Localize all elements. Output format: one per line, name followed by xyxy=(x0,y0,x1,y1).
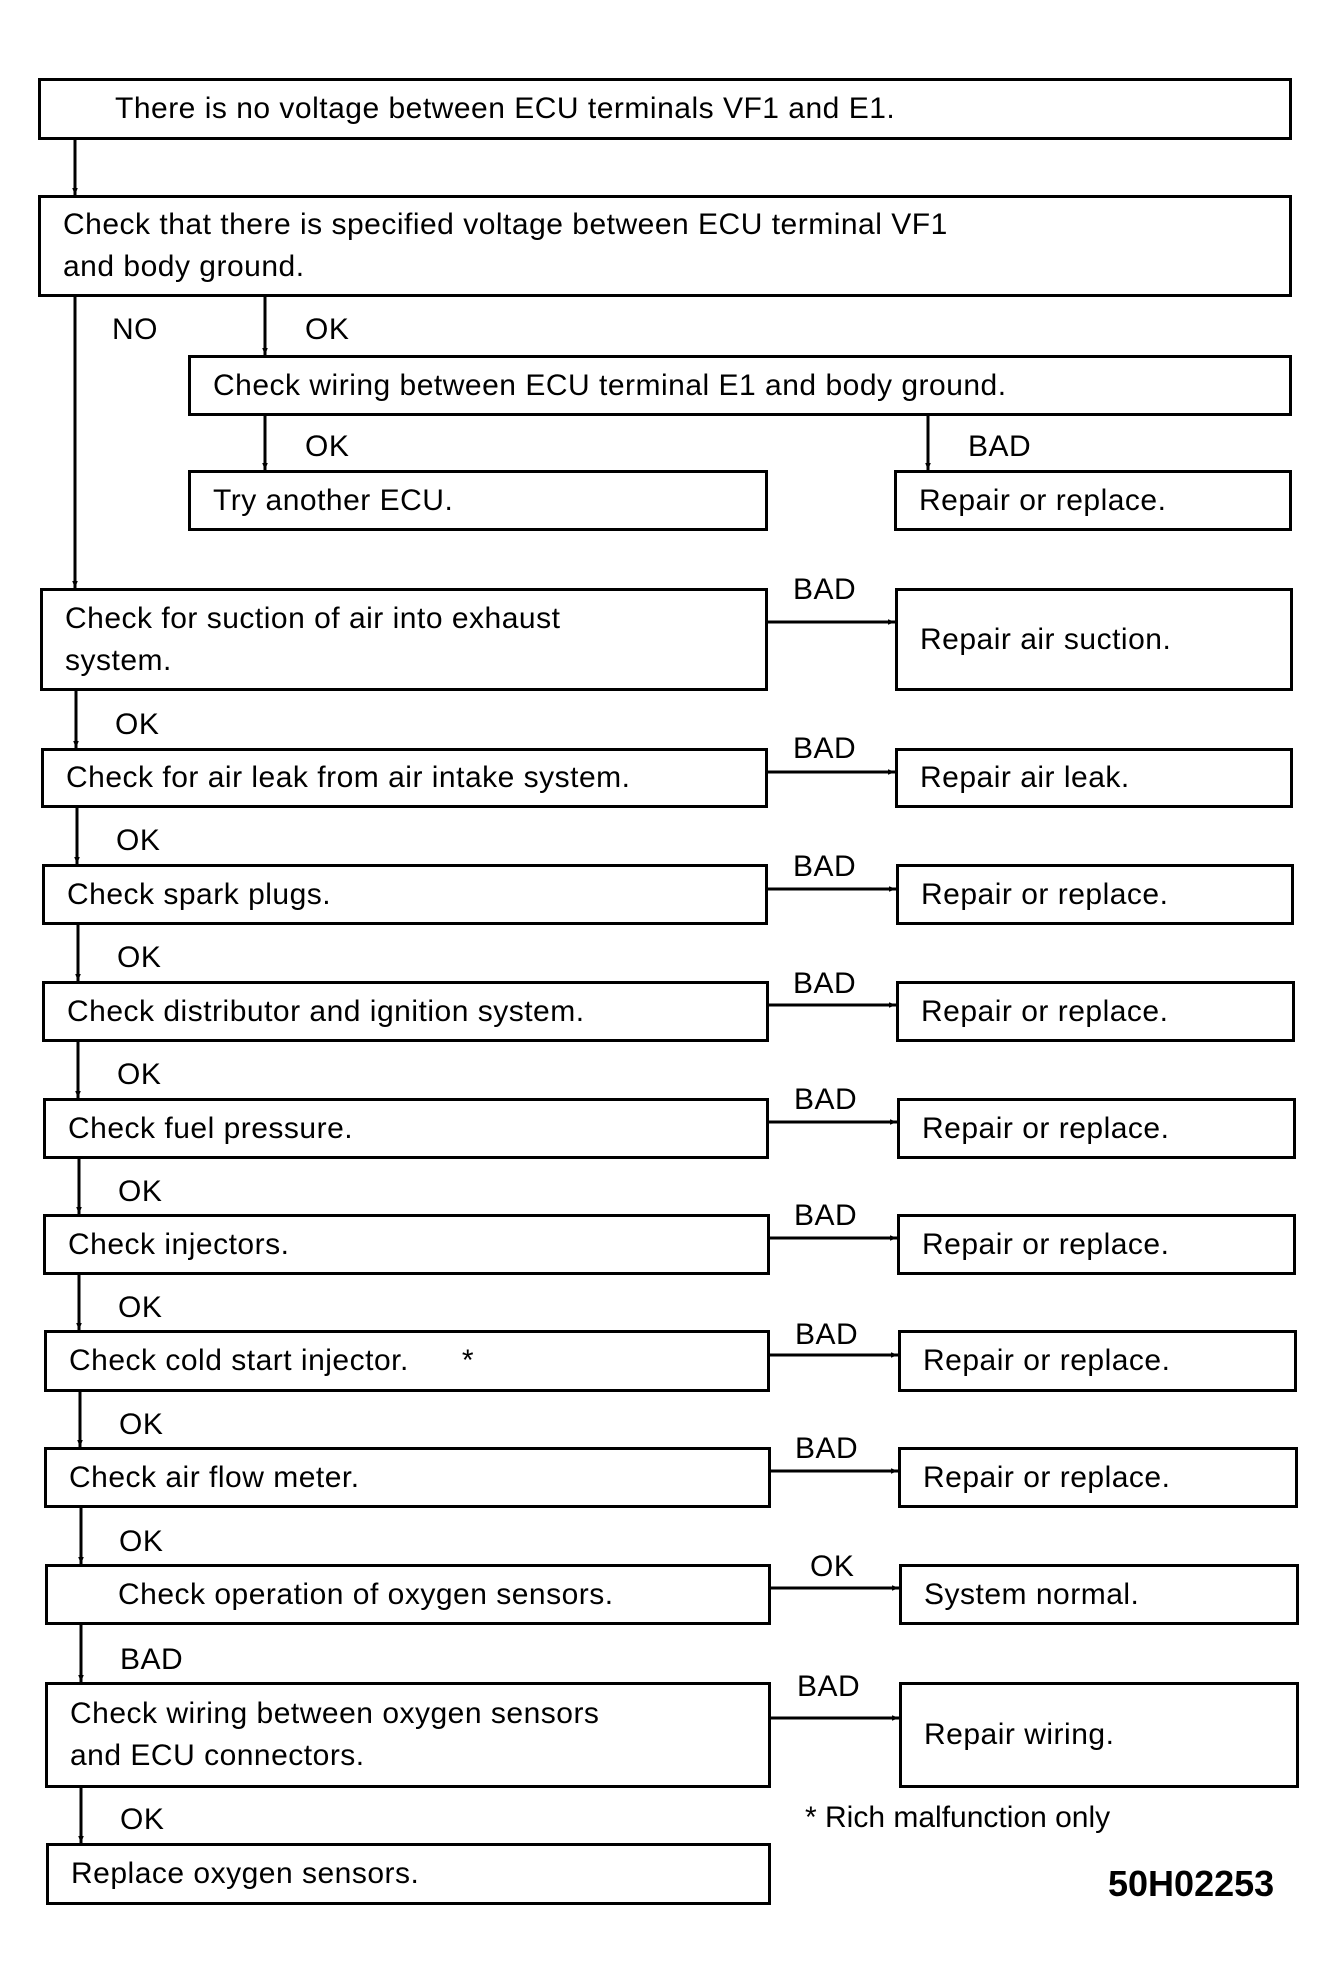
label-ok: OK xyxy=(118,1175,163,1208)
label-bad: BAD xyxy=(120,1643,184,1676)
label-bad: BAD xyxy=(793,573,857,606)
label-ok: OK xyxy=(810,1550,855,1583)
box-check-e1-wiring: Check wiring between ECU terminal E1 and… xyxy=(188,355,1292,416)
label-bad: BAD xyxy=(794,1083,858,1116)
label-bad: BAD xyxy=(793,732,857,765)
label-bad: BAD xyxy=(968,430,1032,463)
box-check-air-leak: Check for air leak from air intake syste… xyxy=(41,748,768,808)
figure-id: 50H02253 xyxy=(1108,1863,1275,1904)
label-bad: BAD xyxy=(794,1199,858,1232)
box-repair-air-leak: Repair air leak. xyxy=(895,748,1293,808)
box-try-another-ecu: Try another ECU. xyxy=(188,470,768,531)
box-check-fuel-pressure: Check fuel pressure. xyxy=(43,1098,769,1159)
box-repair-or-replace-ecu: Repair or replace. xyxy=(894,470,1292,531)
box-repair-air-suction: Repair air suction. xyxy=(895,588,1293,691)
label-bad: BAD xyxy=(793,850,857,883)
label-ok: OK xyxy=(120,1803,165,1836)
box-repair-distributor: Repair or replace. xyxy=(896,981,1295,1042)
label-ok: OK xyxy=(115,708,160,741)
box-check-air-flow-meter: Check air flow meter. xyxy=(44,1447,771,1508)
label-bad: BAD xyxy=(797,1670,861,1703)
box-check-spark-plugs: Check spark plugs. xyxy=(42,864,768,925)
box-check-oxygen-sensors: Check operation of oxygen sensors. xyxy=(45,1564,771,1625)
label-bad: BAD xyxy=(795,1432,859,1465)
box-repair-spark-plugs: Repair or replace. xyxy=(896,864,1294,925)
label-ok: OK xyxy=(119,1408,164,1441)
label-bad: BAD xyxy=(795,1318,859,1351)
label-ok: OK xyxy=(305,430,350,463)
box-system-normal: System normal. xyxy=(899,1564,1299,1625)
box-check-oxygen-wiring: Check wiring between oxygen sensors and … xyxy=(45,1682,771,1788)
label-ok: OK xyxy=(117,941,162,974)
label-bad: BAD xyxy=(793,967,857,1000)
box-repair-air-flow-meter: Repair or replace. xyxy=(898,1447,1298,1508)
box-replace-oxygen-sensors: Replace oxygen sensors. xyxy=(46,1843,771,1905)
box-repair-cold-start-injector: Repair or replace. xyxy=(898,1330,1297,1392)
box-check-injectors: Check injectors. xyxy=(43,1214,770,1275)
box-check-exhaust-suction: Check for suction of air into exhaust sy… xyxy=(40,588,768,691)
label-ok: OK xyxy=(116,824,161,857)
box-check-vf1-voltage: Check that there is specified voltage be… xyxy=(38,195,1292,297)
label-no: NO xyxy=(112,313,158,346)
box-check-distributor: Check distributor and ignition system. xyxy=(42,981,769,1042)
box-repair-fuel-pressure: Repair or replace. xyxy=(897,1098,1296,1159)
label-ok: OK xyxy=(305,313,350,346)
box-check-cold-start-injector: Check cold start injector. * xyxy=(44,1330,770,1392)
box-repair-wiring: Repair wiring. xyxy=(899,1682,1299,1788)
box-repair-injectors: Repair or replace. xyxy=(897,1214,1296,1275)
label-ok: OK xyxy=(118,1291,163,1324)
label-ok: OK xyxy=(119,1525,164,1558)
footnote: * Rich malfunction only xyxy=(805,1801,1111,1834)
label-ok: OK xyxy=(117,1058,162,1091)
box-no-voltage: There is no voltage between ECU terminal… xyxy=(38,78,1292,140)
